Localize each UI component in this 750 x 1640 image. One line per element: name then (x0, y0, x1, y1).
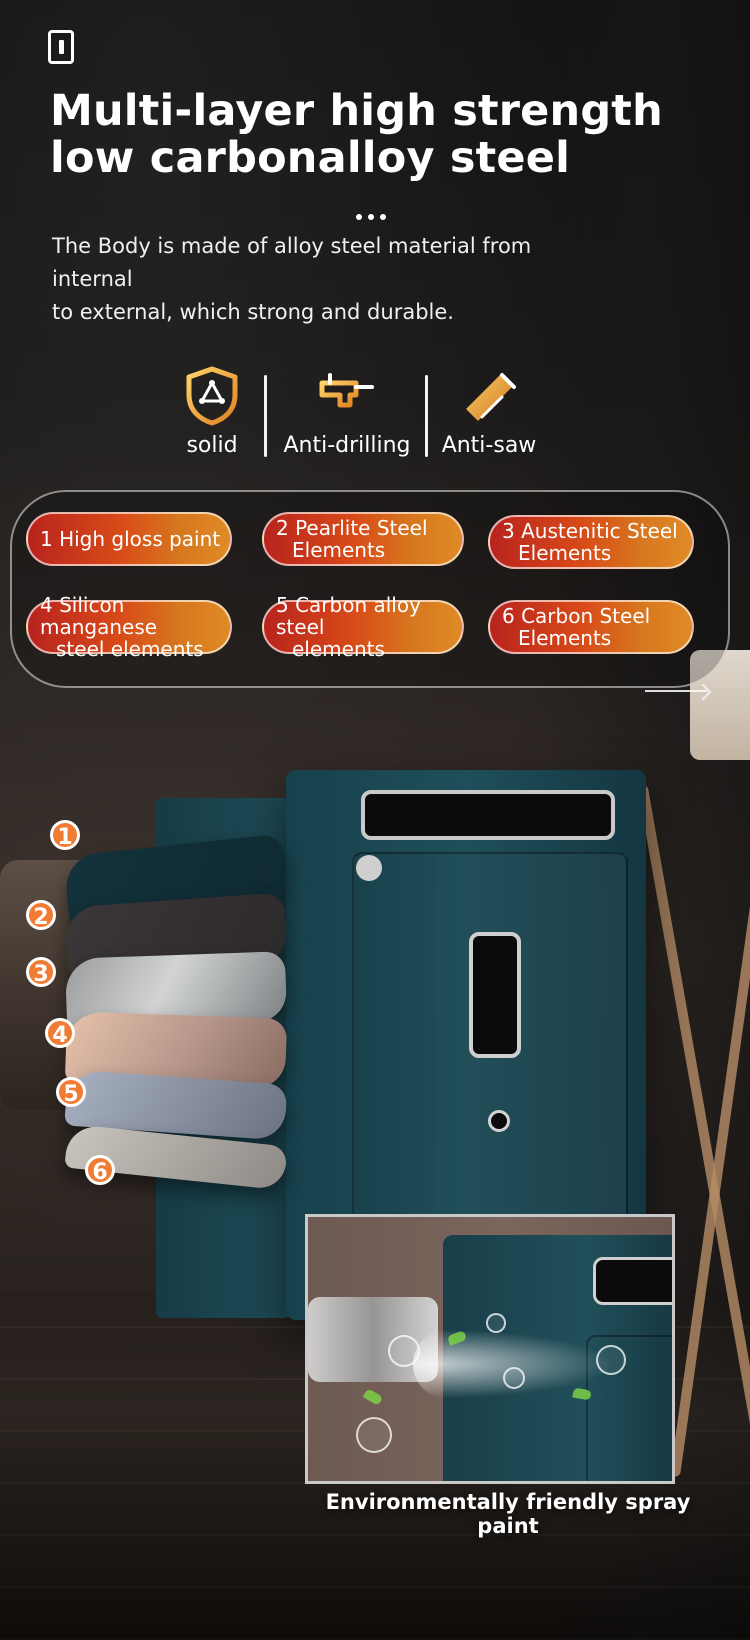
safe-icon (48, 30, 74, 64)
page-title: Multi-layer high strength low carbonallo… (50, 88, 670, 182)
description-line-1: The Body is made of alloy steel material… (52, 234, 532, 291)
feature-solid: solid (137, 365, 287, 475)
handle (469, 932, 521, 1058)
emblem-icon (356, 855, 382, 881)
feature-anti-drilling-label: Anti-drilling (283, 433, 411, 458)
saw-icon (458, 365, 520, 427)
feature-divider (425, 375, 428, 457)
layer-badge-3: 3 (26, 957, 56, 987)
shield-icon (181, 365, 243, 427)
layer-badge-2: 2 (26, 900, 56, 930)
description-line-2: to external, which strong and durable. (52, 300, 454, 324)
feature-solid-label: solid (186, 433, 238, 458)
bubble (503, 1367, 525, 1389)
title-line-1: Multi-layer high strength (50, 86, 663, 136)
layer-label-4-text: 4 Silicon manganese steel elements (40, 593, 204, 661)
bubble (356, 1417, 392, 1453)
layer-label-1-text: 1 High gloss paint (40, 527, 221, 551)
feature-divider (264, 375, 267, 457)
feature-row: solid Anti-drilling (182, 365, 562, 475)
keyhole-icon (488, 1110, 510, 1132)
layer-badge-5: 5 (56, 1077, 86, 1107)
layer-label-3: 3 Austenitic Steel Elements (488, 515, 694, 569)
bubble (596, 1345, 626, 1375)
inset-caption: Environmentally friendly spray paint (325, 1490, 691, 1538)
layer-badge-1: 1 (50, 820, 80, 850)
description: The Body is made of alloy steel material… (52, 230, 612, 329)
layer-label-5: 5 Carbon alloy steel elements (262, 594, 464, 660)
layer-label-1: 1 High gloss paint (26, 512, 232, 566)
bubble (388, 1335, 420, 1367)
feature-anti-saw: Anti-saw (414, 365, 564, 475)
arrow-right-icon (645, 690, 707, 692)
layer-label-5-text: 5 Carbon alloy steel elements (276, 593, 421, 661)
layer-label-3-text: 3 Austenitic Steel Elements (502, 519, 678, 565)
layer-label-4: 4 Silicon manganese steel elements (26, 594, 232, 660)
layer-badge-4: 4 (45, 1018, 75, 1048)
steel-layers (56, 833, 296, 1191)
layer-label-2-text: 2 Pearlite Steel Elements (276, 516, 428, 562)
inset-door (586, 1335, 672, 1481)
layer-label-6-text: 6 Carbon Steel Elements (502, 604, 651, 650)
feature-anti-saw-label: Anti-saw (441, 433, 537, 458)
keypad (361, 790, 615, 840)
layer-badge-6: 6 (85, 1155, 115, 1185)
drill-icon (316, 365, 378, 427)
leaf-icon (362, 1388, 384, 1406)
ellipsis-dots-icon (356, 205, 396, 220)
layer-label-6: 6 Carbon Steel Elements (488, 600, 694, 654)
spray-paint-inset (305, 1214, 675, 1484)
bubble (486, 1313, 506, 1333)
title-line-2: low carbonalloy steel (50, 133, 571, 183)
inset-keypad (593, 1257, 672, 1305)
layer-label-2: 2 Pearlite Steel Elements (262, 512, 464, 566)
feature-anti-drilling: Anti-drilling (272, 365, 422, 475)
